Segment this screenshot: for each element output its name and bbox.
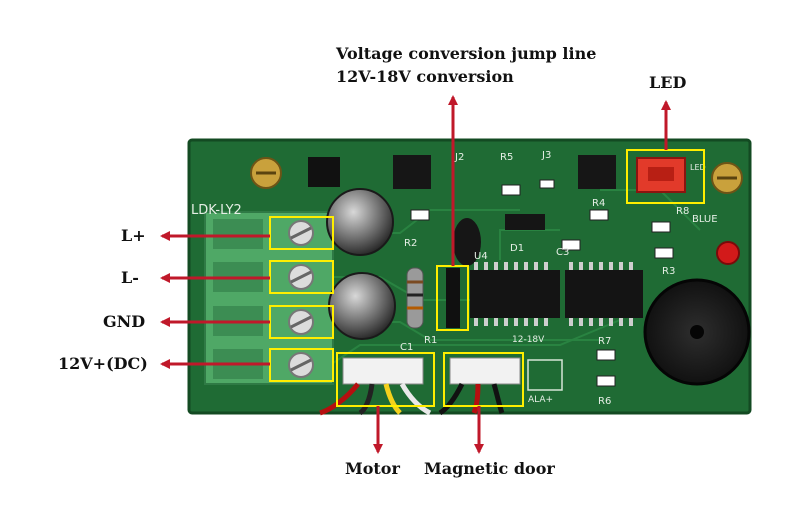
chip-top-right (578, 155, 616, 189)
red-led (716, 241, 740, 265)
label-jump-line-2: 12V-18V conversion (336, 67, 514, 86)
silk-led-mark: LED (690, 163, 706, 172)
chip-top-left (308, 157, 340, 187)
capacitor-top (326, 188, 394, 256)
jumper (446, 218, 481, 328)
ic-pins (474, 262, 633, 326)
label-l-minus: L- (121, 268, 139, 287)
silk-blue: BLUE (692, 214, 718, 225)
buzzer (643, 278, 751, 386)
silk-r6: R6 (598, 396, 611, 407)
arrows (160, 95, 671, 454)
label-motor: Motor (345, 459, 400, 478)
ic-u4-right (565, 270, 643, 318)
label-jump-line-1: Voltage conversion jump line (336, 44, 597, 63)
silkscreen: LDK-LY2 J2 J3 R5 R4 R8 R2 R3 R1 R7 R6 D1… (191, 150, 718, 407)
transistor-mid (505, 214, 545, 230)
silk-r1: R1 (424, 335, 437, 346)
label-gnd: GND (103, 312, 146, 331)
highlight-boxes (269, 149, 705, 407)
silk-j2: J2 (454, 152, 464, 163)
highlight-l-plus (269, 216, 334, 250)
silk-r5: R5 (500, 152, 513, 163)
door-connector (438, 357, 521, 416)
silk-r3: R3 (662, 266, 675, 277)
highlight-door (443, 352, 524, 407)
smd-parts (410, 179, 674, 387)
label-led: LED (649, 73, 687, 92)
silk-ala: ALA+ (528, 395, 553, 405)
chip-top-mid (393, 155, 431, 189)
screw-right (711, 162, 743, 194)
terminal-screws (288, 220, 314, 378)
led-connector-socket (648, 167, 674, 181)
silk-r7: R7 (598, 336, 611, 347)
buzzer-pad (527, 359, 563, 391)
silk-u4: U4 (474, 251, 488, 262)
label-l-plus: L+ (121, 226, 146, 245)
screw-left (250, 157, 282, 189)
silk-r4: R4 (592, 198, 605, 209)
label-magnetic-door: Magnetic door (424, 459, 555, 478)
silk-c3: C3 (556, 247, 569, 258)
silk-r8: R8 (676, 206, 689, 217)
silk-board-name: LDK-LY2 (191, 203, 242, 218)
motor-connector (319, 357, 432, 416)
silk-d1: D1 (510, 243, 524, 254)
silk-v12-18: 12-18V (512, 335, 545, 345)
silk-c1: C1 (400, 342, 413, 353)
silk-j3: J3 (541, 150, 551, 161)
label-12v-dc: 12V+(DC) (58, 354, 148, 373)
highlight-motor (336, 352, 435, 407)
silk-r2: R2 (404, 238, 417, 249)
ic-u4-left (470, 270, 560, 318)
resistor-r1 (406, 267, 424, 329)
capacitor-bottom (328, 272, 396, 340)
